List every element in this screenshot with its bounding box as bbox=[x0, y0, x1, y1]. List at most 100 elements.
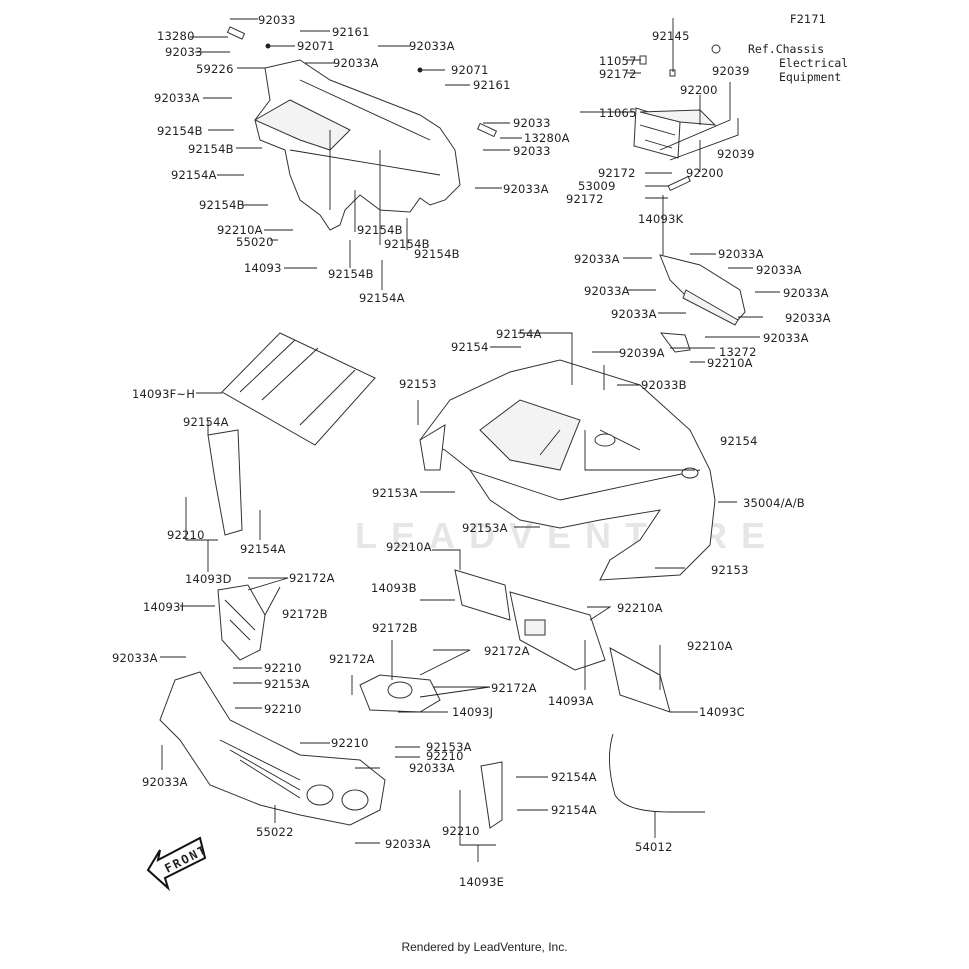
part-label[interactable]: 92161 bbox=[332, 25, 370, 39]
glovebox-part[interactable] bbox=[633, 107, 717, 159]
part-label[interactable]: 92033A bbox=[785, 311, 831, 325]
part-label[interactable]: 14093I bbox=[143, 600, 185, 614]
part-label[interactable]: 92033 bbox=[513, 116, 551, 130]
part-label[interactable]: 92154B bbox=[199, 198, 245, 212]
part-label[interactable]: 92033A bbox=[142, 775, 188, 789]
side-flap-part[interactable] bbox=[419, 424, 446, 471]
part-label[interactable]: 92172A bbox=[329, 652, 375, 666]
part-label[interactable]: 11065 bbox=[599, 106, 637, 120]
part-label[interactable]: 11057 bbox=[599, 54, 637, 68]
part-label[interactable]: 92161 bbox=[473, 78, 511, 92]
part-label[interactable]: 92039 bbox=[712, 64, 750, 78]
part-label[interactable]: 92033 bbox=[258, 13, 296, 27]
part-label[interactable]: 92210 bbox=[167, 528, 205, 542]
part-label[interactable]: 92033B bbox=[641, 378, 687, 392]
part-label[interactable]: 92033A bbox=[783, 286, 829, 300]
part-label[interactable]: 92200 bbox=[680, 83, 718, 97]
part-label[interactable]: 92154A bbox=[551, 770, 597, 784]
dashboard-frame-part[interactable] bbox=[253, 59, 461, 231]
part-label[interactable]: 14093F~H bbox=[132, 387, 196, 401]
part-label[interactable]: 92154 bbox=[720, 434, 758, 448]
part-label[interactable]: 92210 bbox=[264, 702, 302, 716]
part-label[interactable]: 92200 bbox=[686, 166, 724, 180]
part-label[interactable]: 14093B bbox=[371, 581, 417, 595]
part-label[interactable]: 13272 bbox=[719, 345, 757, 359]
part-label[interactable]: 92154B bbox=[357, 223, 403, 237]
pillar-14093D-part[interactable] bbox=[207, 429, 243, 536]
part-label[interactable]: 92172A bbox=[484, 644, 530, 658]
part-label[interactable]: 92210A bbox=[687, 639, 733, 653]
part-label[interactable]: 14093E bbox=[459, 875, 505, 889]
front-grille-55022-part[interactable] bbox=[159, 671, 386, 826]
part-label[interactable]: 92172 bbox=[598, 166, 636, 180]
panel-14093C-part[interactable] bbox=[609, 647, 671, 713]
part-label[interactable]: 92033A bbox=[756, 263, 802, 277]
part-label[interactable]: 14093J bbox=[452, 705, 494, 719]
part-label[interactable]: 92210 bbox=[331, 736, 369, 750]
part-label[interactable]: 53009 bbox=[578, 179, 616, 193]
part-label[interactable]: 92172B bbox=[372, 621, 418, 635]
part-label[interactable]: 92033A bbox=[154, 91, 200, 105]
part-label[interactable]: 92033A bbox=[574, 252, 620, 266]
part-label[interactable]: 92210 bbox=[442, 824, 480, 838]
part-label[interactable]: 92153A bbox=[372, 486, 418, 500]
part-label[interactable]: 92154B bbox=[414, 247, 460, 261]
part-label[interactable]: 92210A bbox=[617, 601, 663, 615]
part-label[interactable]: 92033A bbox=[385, 837, 431, 851]
part-label[interactable]: 92154A bbox=[359, 291, 405, 305]
part-label[interactable]: 92033A bbox=[503, 182, 549, 196]
part-label[interactable]: 92033A bbox=[112, 651, 158, 665]
part-label[interactable]: 92154B bbox=[157, 124, 203, 138]
part-label[interactable]: 13280A bbox=[524, 131, 570, 145]
part-label[interactable]: 35004/A/B bbox=[743, 496, 805, 510]
clip-13280A-part[interactable] bbox=[476, 122, 498, 138]
panel-14093B-part[interactable] bbox=[454, 569, 511, 621]
part-label[interactable]: 92033A bbox=[584, 284, 630, 298]
part-label[interactable]: 92071 bbox=[451, 63, 489, 77]
roof-panel-part[interactable] bbox=[221, 332, 376, 446]
part-label[interactable]: 13280 bbox=[157, 29, 195, 43]
part-label[interactable]: 92153 bbox=[711, 563, 749, 577]
part-label[interactable]: 92154B bbox=[384, 237, 430, 251]
part-label[interactable]: 92172A bbox=[491, 681, 537, 695]
part-label[interactable]: 14093A bbox=[548, 694, 594, 708]
part-label[interactable]: 92154A bbox=[183, 415, 229, 429]
part-label[interactable]: 92033 bbox=[165, 45, 203, 59]
part-label[interactable]: 92154A bbox=[496, 327, 542, 341]
front-body-cowl-part[interactable] bbox=[419, 359, 716, 581]
part-label[interactable]: 92033A bbox=[718, 247, 764, 261]
clip-13280-part[interactable] bbox=[226, 26, 246, 40]
part-label[interactable]: 55022 bbox=[256, 825, 294, 839]
part-label[interactable]: 92071 bbox=[297, 39, 335, 53]
cable-54012-part[interactable] bbox=[609, 733, 705, 813]
part-label[interactable]: 92033A bbox=[611, 307, 657, 321]
part-label[interactable]: 14093C bbox=[699, 705, 745, 719]
panel-14093A-part[interactable] bbox=[509, 591, 606, 671]
part-label[interactable]: 14093 bbox=[244, 261, 282, 275]
part-label[interactable]: 14093D bbox=[185, 572, 232, 586]
part-label[interactable]: 59226 bbox=[196, 62, 234, 76]
part-label[interactable]: 92210A bbox=[217, 223, 263, 237]
part-label[interactable]: 92172B bbox=[282, 607, 328, 621]
latch-53009-part[interactable] bbox=[667, 175, 691, 192]
bracket-13272-part[interactable] bbox=[659, 332, 691, 353]
part-label[interactable]: 92039 bbox=[717, 147, 755, 161]
part-label[interactable]: 92153A bbox=[462, 521, 508, 535]
part-label[interactable]: 92153A bbox=[264, 677, 310, 691]
part-label[interactable]: 92172 bbox=[566, 192, 604, 206]
part-label[interactable]: 92210 bbox=[426, 749, 464, 763]
part-label[interactable]: 92033A bbox=[409, 39, 455, 53]
part-label[interactable]: 92172A bbox=[289, 571, 335, 585]
part-label[interactable]: 92210A bbox=[386, 540, 432, 554]
part-label[interactable]: 92145 bbox=[652, 29, 690, 43]
part-label[interactable]: 92154A bbox=[171, 168, 217, 182]
part-label[interactable]: 92154 bbox=[451, 340, 489, 354]
part-label[interactable]: 54012 bbox=[635, 840, 673, 854]
panel-14093K-part[interactable] bbox=[659, 254, 746, 326]
part-label[interactable]: 92154B bbox=[188, 142, 234, 156]
part-label[interactable]: 92154A bbox=[551, 803, 597, 817]
part-label[interactable]: 14093K bbox=[638, 212, 684, 226]
part-label[interactable]: 92210 bbox=[264, 661, 302, 675]
part-label[interactable]: 92033A bbox=[333, 56, 379, 70]
part-label[interactable]: 92154A bbox=[240, 542, 286, 556]
